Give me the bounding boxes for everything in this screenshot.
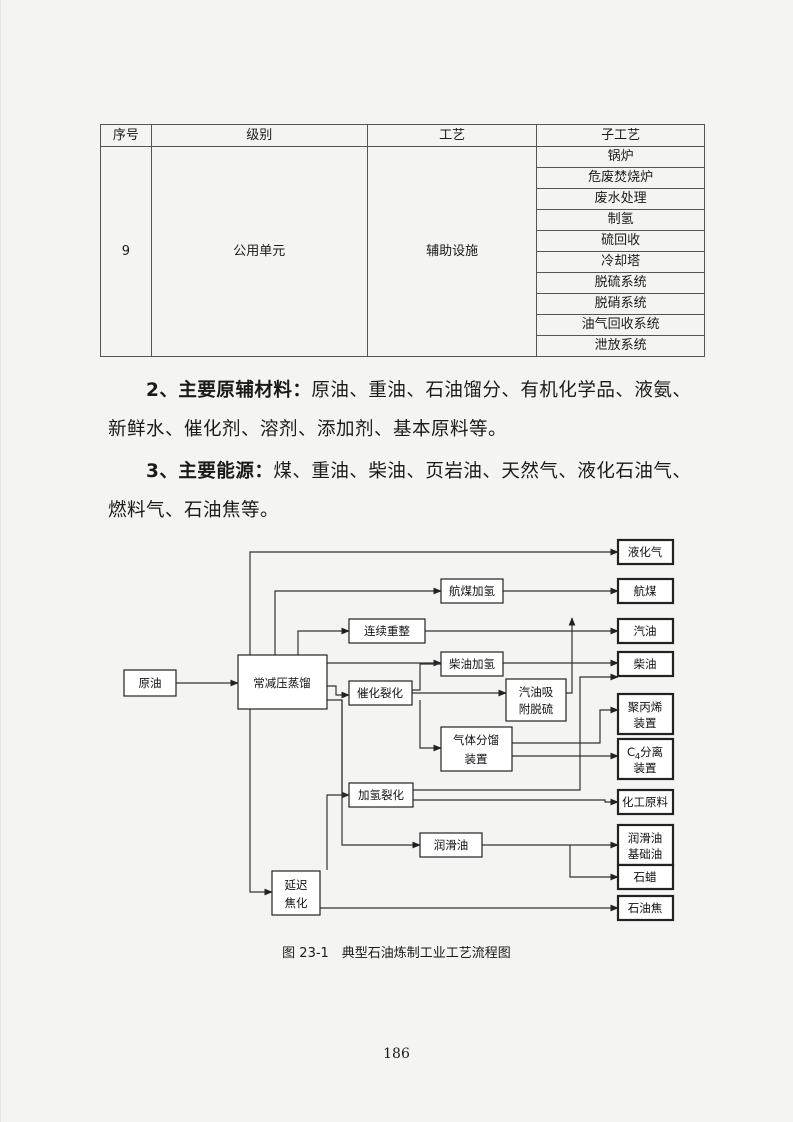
coking-box: 延迟 焦化 [271,870,321,916]
subprocess-cell: 泄放系统 [536,335,705,357]
output-lpg: 液化气 [616,538,675,566]
process-table: 序号 级别 工艺 子工艺 9 公用单元 辅助设施 锅炉 危废焚烧炉 废水处理 制… [100,124,705,357]
energy-lead: 3、主要能源： [146,461,274,482]
jet-hydro-box: 航煤加氢 [440,578,504,604]
output-c4-label-2: 装置 [634,761,657,775]
table-row: 泄放系统 [101,335,705,357]
desulfurization-label-2: 附脱硫 [519,702,554,716]
row-process: 辅助设施 [366,146,538,357]
subprocess-cell: 制氢 [536,209,705,231]
gas-fractionation-label-2: 装置 [465,752,488,766]
output-coke: 石油焦 [616,894,675,922]
output-pp-label-2: 装置 [634,716,657,730]
output-diesel: 柴油 [616,650,675,678]
raw-materials-paragraph: 2、主要原辅材料：原油、重油、石油馏分、有机化学品、液氨、新鲜水、催化剂、溶剂、… [108,371,708,449]
output-gasoline-label: 汽油 [634,624,657,638]
energy-text: 煤、重油、柴油、页岩油、天然气、液化石油气、燃料气、石油焦等。 [108,461,692,521]
gas-fractionation-label-1: 气体分馏 [453,733,499,747]
hydrocracking-label: 加氢裂化 [358,788,404,802]
subprocess-cell: 锅炉 [536,146,705,168]
lube-box: 润滑油 [419,832,483,858]
output-chemicals: 化工原料 [616,788,675,816]
energy-paragraph: 3、主要能源：煤、重油、柴油、页岩油、天然气、液化石油气、燃料气、石油焦等。 [108,452,708,530]
hydrocracking-box: 加氢裂化 [348,782,414,808]
raw-materials-lead: 2、主要原辅材料： [146,380,312,401]
output-gasoline: 汽油 [616,617,675,645]
desulfurization-box: 汽油吸 附脱硫 [505,678,567,722]
table-row: 油气回收系统 [101,314,705,336]
output-lube-base: 润滑油 基础油 [616,823,675,867]
output-chem-label: 化工原料 [622,795,668,809]
crude-label: 原油 [139,676,162,690]
output-pp-label-1: 聚丙烯 [628,700,663,714]
output-lpg-label: 液化气 [628,545,663,559]
coking-label-1: 延迟 [285,878,308,892]
output-c4-label-1: C4分离 [627,745,663,761]
output-wax-label: 石蜡 [634,870,657,884]
output-lube-label-1: 润滑油 [628,831,663,845]
raw-materials-text: 原油、重油、石油馏分、有机化学品、液氨、新鲜水、催化剂、溶剂、添加剂、基本原料等… [108,380,692,440]
diesel-hydro-label: 柴油加氢 [449,657,495,671]
row-no: 9 [100,146,152,357]
output-diesel-label: 柴油 [634,657,657,671]
row-level: 公用单元 [150,146,368,357]
output-lube-label-2: 基础油 [628,847,663,861]
flow-connectors [176,548,619,912]
fcc-label: 催化裂化 [357,686,403,700]
output-wax: 石蜡 [616,863,675,891]
jet-hydro-label: 航煤加氢 [449,584,495,598]
subprocess-cell: 油气回收系统 [536,314,705,336]
reforming-box: 连续重整 [348,618,426,644]
fcc-box: 催化裂化 [348,680,413,706]
table-row: 制氢 [101,209,705,231]
desulfurization-label-1: 汽油吸 [519,685,554,699]
diesel-hydro-box: 柴油加氢 [440,651,504,677]
table-row: 9 公用单元 辅助设施 锅炉 [100,146,705,357]
gas-fractionation-box: 气体分馏 装置 [440,726,513,772]
output-c4: C4分离 装置 [616,737,675,781]
coking-label-2: 焦化 [285,896,308,910]
distillation-box: 常减压蒸馏 [237,654,328,710]
output-coke-label: 石油焦 [628,901,663,915]
output-jet-label: 航煤 [634,584,657,598]
output-polypropylene: 聚丙烯 装置 [616,692,675,736]
crude-box: 原油 [123,669,177,697]
distillation-label: 常减压蒸馏 [253,676,311,690]
output-jet: 航煤 [616,577,675,605]
page-number: 186 [383,1046,410,1062]
reforming-label: 连续重整 [364,624,410,638]
figure-caption: 图 23-1 典型石油炼制工业工艺流程图 [282,946,511,961]
table-row: 废水处理 [101,188,705,210]
lube-label: 润滑油 [434,838,469,852]
subprocess-cell: 废水处理 [536,188,705,210]
